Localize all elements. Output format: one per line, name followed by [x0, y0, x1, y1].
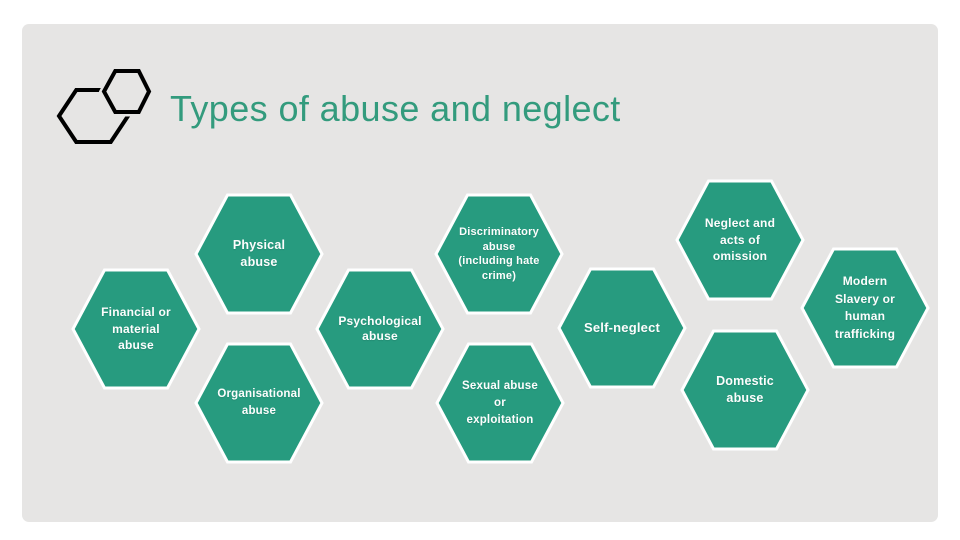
hexagon-label: Financial or material abuse — [101, 305, 171, 353]
hexagon-label: Sexual abuse or exploitation — [462, 379, 538, 426]
slide-title: Types of abuse and neglect — [170, 88, 621, 129]
hexagon-shape — [71, 268, 201, 390]
hexagon-label: Organisational abuse — [217, 388, 301, 417]
hexagon-label: Psychological abuse — [338, 313, 422, 344]
hexagon-label: Physical abuse — [232, 238, 286, 269]
hexagon-label: Discriminatory abuse (including hate cri… — [458, 226, 540, 282]
hexagon-label: Domestic abuse — [716, 374, 774, 405]
hexagon-shape — [557, 267, 687, 389]
hexagon-organisational-abuse: Organisational abuse — [194, 341, 324, 465]
hexagon-physical-abuse: Physical abuse — [194, 192, 324, 316]
hexagon-logo-icon — [56, 67, 155, 144]
hexagon-shape — [434, 193, 564, 315]
hexagon-label: Neglect and acts of omission — [704, 216, 776, 264]
hexagon-psychological-abuse: Psychological abuse — [315, 267, 445, 391]
hexagon-shape — [675, 179, 805, 301]
hexagon-self-neglect: Self-neglect — [557, 266, 687, 390]
hexagon-shape — [800, 247, 930, 369]
hexagon-label: Self-neglect — [583, 320, 661, 335]
hexagon-label: Modern Slavery or human trafficking — [834, 274, 896, 341]
hexagon-discriminatory-abuse: Discriminatory abuse (including hate cri… — [434, 192, 564, 316]
hexagon-shape — [315, 268, 445, 390]
hexagon-shape — [435, 342, 565, 464]
hexagon-financial-abuse: Financial or material abuse — [71, 267, 201, 391]
hexagon-shape — [680, 329, 810, 451]
hexagon-shape — [194, 193, 324, 315]
hexagon-shape — [194, 342, 324, 464]
hexagon-sexual-abuse: Sexual abuse or exploitation — [435, 341, 565, 465]
slide-content-area: Types of abuse and neglect Physical abus… — [22, 24, 938, 522]
hexagon-domestic-abuse: Domestic abuse — [680, 328, 810, 452]
hexagon-modern-slavery: Modern Slavery or human trafficking — [800, 246, 930, 370]
hexagon-neglect-and-omission: Neglect and acts of omission — [675, 178, 805, 302]
